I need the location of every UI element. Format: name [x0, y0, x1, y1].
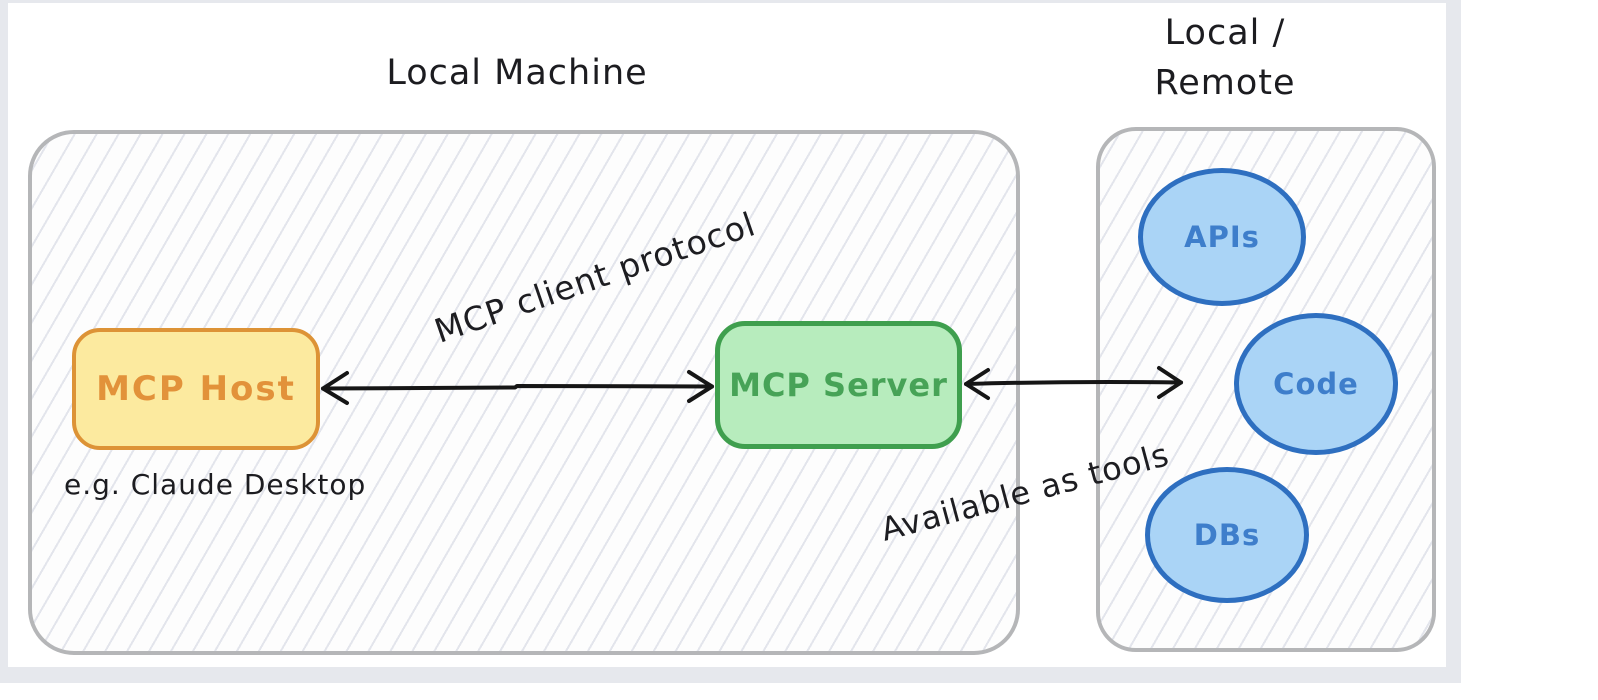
- local-remote-title-line1: Local /: [1164, 13, 1286, 53]
- server-resources-bidirectional-arrow: [964, 366, 1183, 400]
- mcp-host-label: MCP Host: [96, 369, 296, 409]
- node-apis: APIs: [1138, 168, 1306, 306]
- local-remote-title: Local / Remote: [1100, 8, 1350, 108]
- local-machine-title: Local Machine: [386, 53, 648, 93]
- node-dbs: DBs: [1145, 467, 1309, 603]
- mcp-host-node: MCP Host: [72, 328, 320, 450]
- local-remote-title-line2: Remote: [1154, 63, 1296, 103]
- mcp-server-node: MCP Server: [715, 321, 962, 449]
- node-code: Code: [1234, 313, 1398, 455]
- node-code-label: Code: [1273, 367, 1359, 401]
- node-dbs-label: DBs: [1193, 518, 1261, 552]
- host-server-bidirectional-arrow: [321, 370, 714, 405]
- node-apis-label: APIs: [1184, 220, 1260, 254]
- mcp-host-caption: e.g. Claude Desktop: [64, 468, 367, 501]
- mcp-server-label: MCP Server: [729, 366, 948, 404]
